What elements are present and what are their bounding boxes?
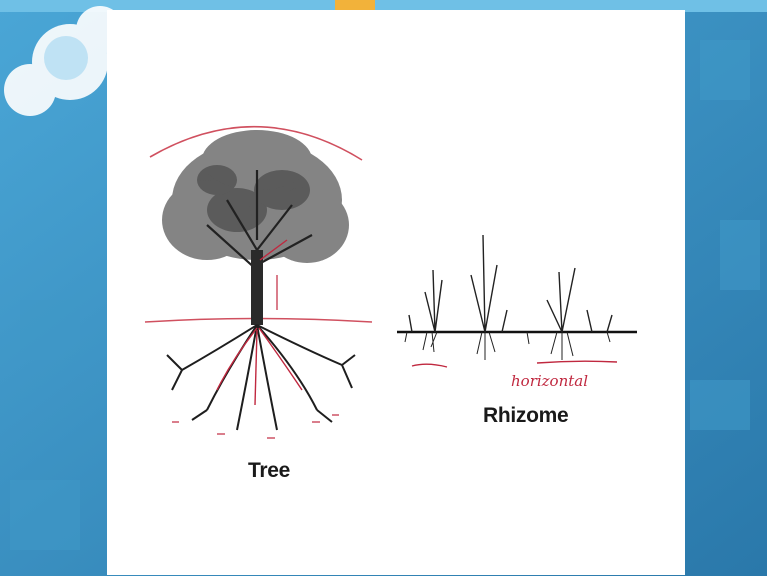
slide: Tree horizontal Rhizome — [107, 10, 685, 575]
rhizome-label: Rhizome — [483, 404, 568, 428]
tree-label: Tree — [248, 459, 290, 483]
rhizome-illustration — [107, 10, 685, 575]
horizontal-annotation: horizontal — [511, 372, 588, 390]
